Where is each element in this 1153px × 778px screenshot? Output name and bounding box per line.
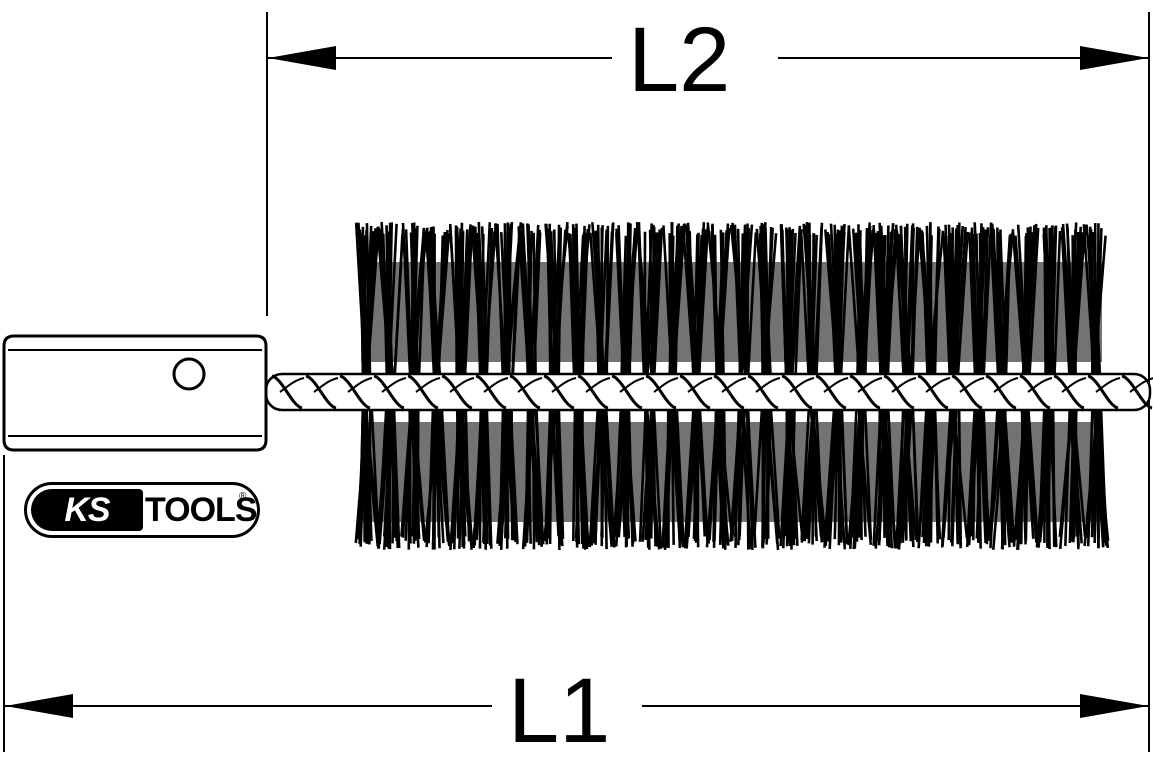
- shank-hole: [172, 357, 206, 391]
- l1-left-arrowhead: [5, 694, 73, 718]
- registered-mark: ®: [239, 491, 247, 502]
- hex-shank: [2, 334, 268, 452]
- logo-tools-text: TOOLS: [145, 491, 257, 529]
- ks-tools-logo: KS TOOLS ®: [24, 482, 260, 538]
- l1-dimension-label: L1: [494, 665, 625, 757]
- twisted-wire-core: [264, 372, 1153, 412]
- l2-dimension-label: L2: [614, 14, 745, 106]
- logo-ks-text: KS: [31, 489, 143, 531]
- brush-bristles: [354, 221, 1110, 551]
- l1-right-arrowhead: [1080, 694, 1148, 718]
- l2-left-arrowhead: [268, 46, 336, 70]
- l2-right-arrowhead: [1080, 46, 1148, 70]
